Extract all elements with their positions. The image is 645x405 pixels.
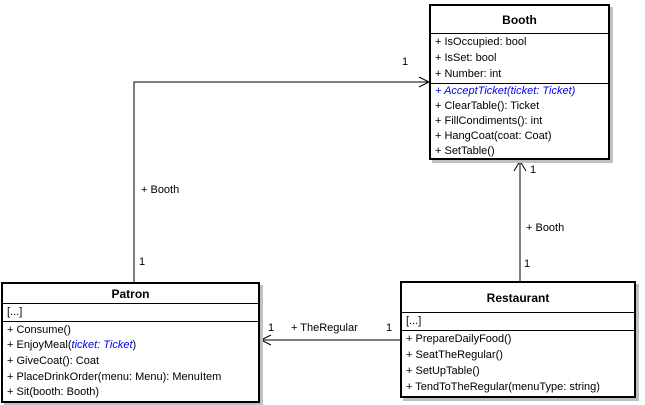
- class-box-restaurant[interactable]: Restaurant [...] + PrepareDailyFood() + S…: [400, 281, 636, 398]
- class-box-patron[interactable]: Patron [...] + Consume() + EnjoyMeal(tick…: [1, 282, 260, 403]
- multiplicity-booth-end-of-patron-edge: 1: [402, 56, 409, 68]
- class-title-restaurant: Restaurant: [486, 290, 550, 305]
- member-row: + AcceptTicket(ticket: Ticket): [435, 85, 576, 97]
- open-arrowhead-into-patron-right: [259, 334, 272, 346]
- member-row: + EnjoyMeal(ticket: Ticket): [7, 339, 137, 352]
- booth-methods-compartment: + AcceptTicket(ticket: Ticket) + ClearTab…: [431, 83, 608, 158]
- member-row: + TendToTheRegular(menuType: string): [406, 381, 600, 393]
- member-row: + SeatTheRegular(): [406, 349, 503, 361]
- member-row: + GiveCoat(): Coat: [7, 354, 100, 367]
- member-row: + Number: int: [435, 68, 502, 80]
- member-row: [...]: [7, 306, 23, 318]
- restaurant-methods-compartment: + PrepareDailyFood() + SeatTheRegular() + …: [402, 330, 634, 396]
- role-label-theregular: + TheRegular: [291, 322, 358, 334]
- member-row: + HangCoat(coat: Coat): [435, 130, 552, 142]
- member-row: + PrepareDailyFood(): [406, 333, 512, 345]
- multiplicity-restaurant-end-of-booth-edge: 1: [524, 258, 531, 270]
- member-row: + FillCondiments(): int: [435, 115, 543, 127]
- class-title-patron: Patron: [111, 286, 150, 301]
- member-row: + SetUpTable(): [406, 365, 480, 377]
- edge-patron-to-booth: [133, 81, 429, 282]
- member-row: [...]: [406, 315, 422, 327]
- open-arrowhead-into-booth-bottom: [513, 160, 527, 172]
- multiplicity-patron-end-of-theregular-edge: 1: [268, 322, 275, 334]
- class-box-booth[interactable]: Booth + IsOccupied: bool + IsSet: bool + N…: [429, 4, 610, 160]
- member-row: + SetTable(): [435, 145, 495, 157]
- patron-attributes-compartment: [...]: [3, 303, 258, 321]
- restaurant-attributes-compartment: [...]: [402, 312, 634, 330]
- booth-attributes-compartment: + IsOccupied: bool + IsSet: bool + Number:…: [431, 33, 608, 83]
- multiplicity-restaurant-end-of-theregular-edge: 1: [386, 322, 393, 334]
- role-label-restaurant-booth: + Booth: [526, 222, 565, 234]
- role-label-patron-booth: + Booth: [141, 184, 180, 196]
- member-row: + PlaceDrinkOrder(menu: Menu): MenuItem: [7, 370, 222, 383]
- member-row: + Sit(booth: Booth): [7, 386, 100, 399]
- multiplicity-patron-end-of-patron-edge: 1: [139, 256, 146, 268]
- class-title-booth: Booth: [502, 12, 537, 27]
- open-arrowhead-into-booth-left: [418, 76, 431, 88]
- member-row: + Consume(): [7, 323, 71, 336]
- member-row: + ClearTable(): Ticket: [435, 100, 540, 112]
- member-row: + IsSet: bool: [435, 52, 497, 64]
- patron-methods-compartment: + Consume() + EnjoyMeal(ticket: Ticket) + …: [3, 321, 258, 401]
- multiplicity-booth-end-of-restaurant-edge: 1: [530, 164, 537, 176]
- member-row: + IsOccupied: bool: [435, 36, 527, 48]
